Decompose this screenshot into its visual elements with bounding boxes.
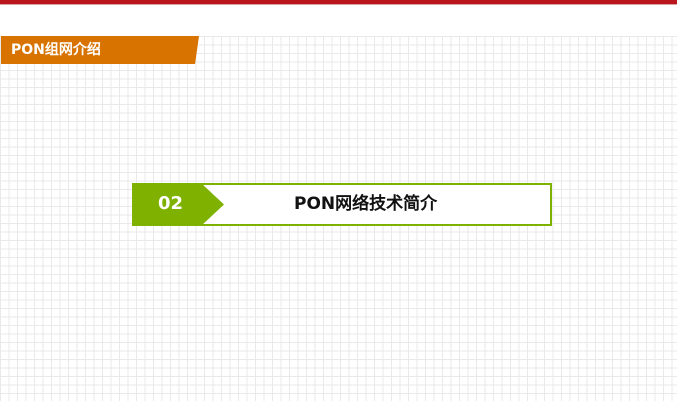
chapter-title: PON网络技术简介 (294, 194, 438, 214)
section-title: PON组网介绍 (11, 42, 101, 58)
section-banner: PON组网介绍 (1, 36, 199, 64)
top-accent-bar (0, 0, 677, 5)
chapter-number: 02 (158, 193, 184, 214)
chapter-heading-box: 02 PON网络技术简介 (132, 183, 552, 226)
chapter-number-arrow: 02 (132, 183, 224, 226)
